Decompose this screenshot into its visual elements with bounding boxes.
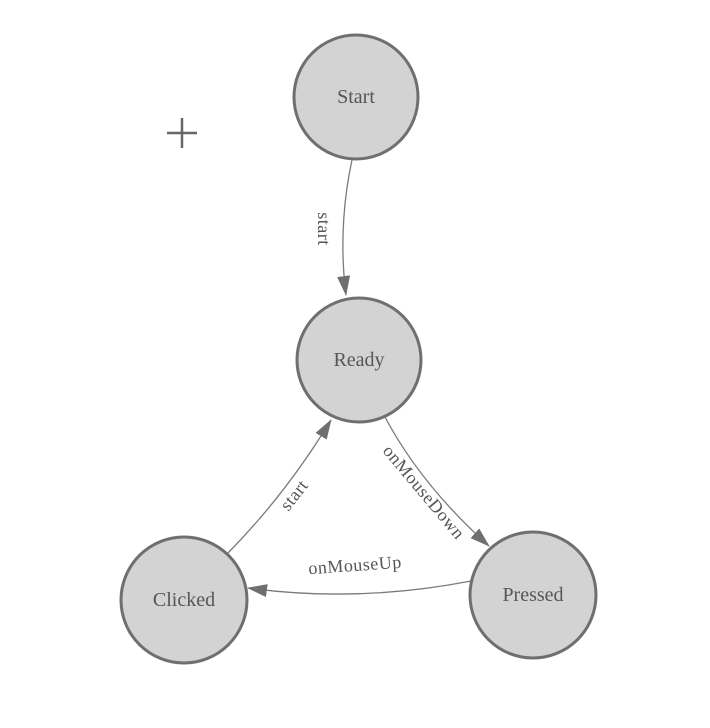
state-circle-pressed	[468, 530, 598, 660]
edge-clicked-to-ready[interactable]	[227, 419, 332, 554]
transition-pressed-to-clicked: onMouseUp	[247, 552, 472, 598]
state-node-ready[interactable]: Ready	[295, 296, 423, 424]
edge-label-ready-to-pressed: onMouseDown	[379, 441, 469, 543]
transition-start-to-ready: start	[314, 159, 353, 296]
state-node-start[interactable]: Start	[292, 33, 420, 161]
transition-clicked-to-ready: start	[227, 419, 332, 554]
state-circle-ready	[295, 296, 423, 424]
state-label-ready: Ready	[333, 349, 384, 371]
state-label-pressed: Pressed	[502, 584, 563, 606]
state-circle-clicked	[119, 535, 249, 665]
state-label-start: Start	[337, 86, 375, 108]
edge-label-start-to-ready: start	[314, 212, 334, 246]
crosshair-cursor-icon	[167, 118, 197, 148]
edge-label-pressed-to-clicked: onMouseUp	[308, 552, 403, 578]
state-circle-start	[292, 33, 420, 161]
state-node-pressed[interactable]: Pressed	[468, 530, 598, 660]
transition-ready-to-pressed: onMouseDown	[379, 416, 490, 547]
edge-ready-to-pressed[interactable]	[384, 416, 490, 547]
state-node-clicked[interactable]: Clicked	[119, 535, 249, 665]
state-label-clicked: Clicked	[153, 589, 215, 611]
edge-start-to-ready[interactable]	[337, 159, 353, 296]
edge-pressed-to-clicked[interactable]	[247, 580, 472, 598]
edge-label-clicked-to-ready: start	[276, 476, 312, 515]
